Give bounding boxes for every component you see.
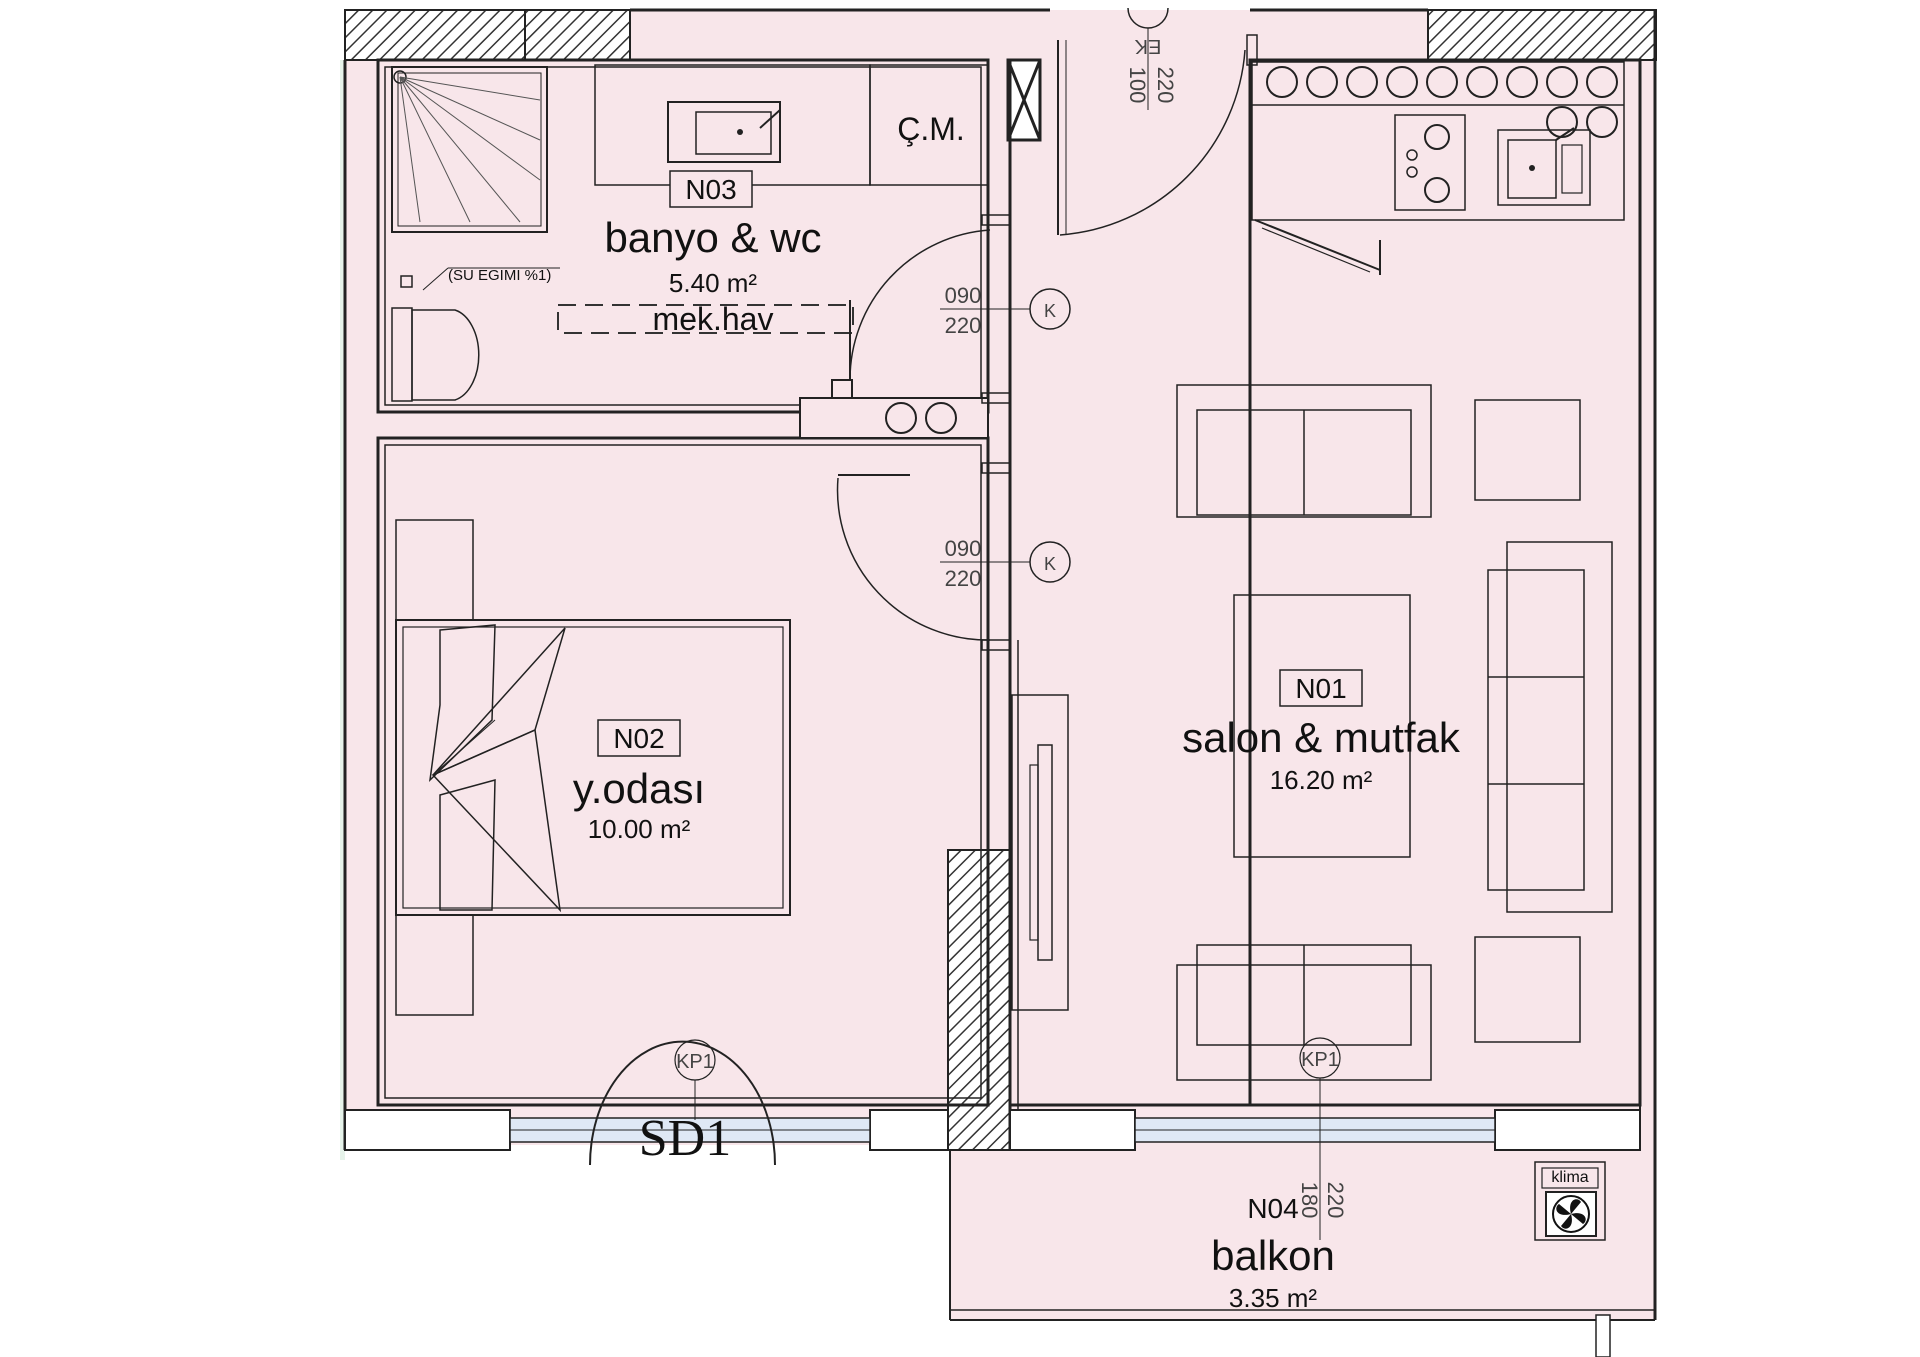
room-area-n04: 3.35 m² [1229,1283,1317,1313]
floor-slope-label: (SU EGIMI %1) [448,267,551,284]
bed-door-width: 090 [945,536,982,561]
window-tag-bed [589,1039,776,1166]
balcony-door-height: 220 [1323,1182,1348,1219]
oven-door [1254,219,1381,275]
wall-sill-mid [869,1109,949,1151]
wall-sill-living-left [1009,1109,1136,1151]
bath-door-width: 090 [945,283,982,308]
armchair-bottom [1474,936,1581,1043]
balcony-floor [950,1145,1655,1320]
shower-tray-icon [391,66,548,233]
balcony-window-type: KP1 [1301,1049,1339,1071]
room-code-n02: N02 [613,723,664,754]
balcony-drain [1595,1314,1611,1357]
room-name-n01: salon & mutfak [1182,714,1461,761]
kitchen-sink-icon [1497,127,1591,206]
room-name-n03: banyo & wc [604,214,821,261]
air-conditioner-unit [1534,1161,1606,1241]
tv-unit-icon [1011,694,1069,1011]
wall-column-center [947,849,1011,1151]
door-tag-bed [940,541,1071,583]
room-name-n04: balkon [1211,1232,1335,1279]
ventilation-label: mek.hav [653,301,774,337]
air-conditioner-label: klima [1551,1169,1588,1186]
nightstand-top [395,519,474,621]
room-code-n01: N01 [1295,673,1346,704]
washing-machine-label: Ç.M. [897,111,965,147]
bedroom-wall [376,436,990,1107]
nightstand-bottom [395,914,474,1016]
bath-door-height: 220 [945,313,982,338]
room-code-box-n02 [597,719,681,757]
sofa-bottom [1176,944,1432,1081]
room-code-n04: N04 [1247,1193,1298,1224]
bathroom-wall [376,58,990,414]
balcony-door-width: 180 [1297,1182,1322,1219]
wall-top-right [1427,9,1657,61]
entry-door [1057,34,1258,236]
wall-top-mid [524,9,631,61]
bathroom-door [849,214,1011,404]
bath-door-type: K [1044,301,1056,321]
bedroom-door [836,462,1011,651]
sofa-right [1487,541,1613,913]
floor-drain-icon [400,275,413,288]
outside-area [345,1150,945,1357]
bed-icon [395,619,791,916]
bed-door-type: K [1044,554,1056,574]
entry-door-width: 100 [1125,67,1150,104]
room-area-n01: 16.20 m² [1270,765,1373,795]
stove-icon [1394,114,1466,211]
fan-icon [1552,1195,1590,1233]
door-tag-bath [940,288,1071,330]
washing-machine-cabinet [869,64,989,186]
entry-door-height: 220 [1153,67,1178,104]
toilet-icon [391,307,480,402]
room-area-n02: 10.00 m² [588,814,691,844]
door-tag-entry [1127,7,1169,110]
dining-table-icon [1233,594,1411,858]
entry-door-type: EK [1134,35,1161,57]
kitchen-counter [1251,61,1625,221]
room-name-n02: y.odası [573,765,705,812]
room-area-n03: 5.40 m² [669,268,757,298]
room-code-box-n01 [1279,669,1363,707]
wall-top-left [344,9,526,61]
window-tag-balcony [1299,1037,1341,1240]
section-marker-label: SD1 [639,1110,731,1167]
ventilation-duct [557,304,854,334]
wall-sill-left [344,1109,511,1151]
room-code-box-n03 [669,170,753,208]
sofa-icon [1176,384,1432,518]
room-code-n03: N03 [685,174,736,205]
bed-door-height: 220 [945,566,982,591]
wall-sill-living-right [1494,1109,1641,1151]
bed-window-type: KP1 [676,1051,714,1073]
armchair-icon [1474,399,1581,501]
upper-cabinets [1266,66,1618,138]
